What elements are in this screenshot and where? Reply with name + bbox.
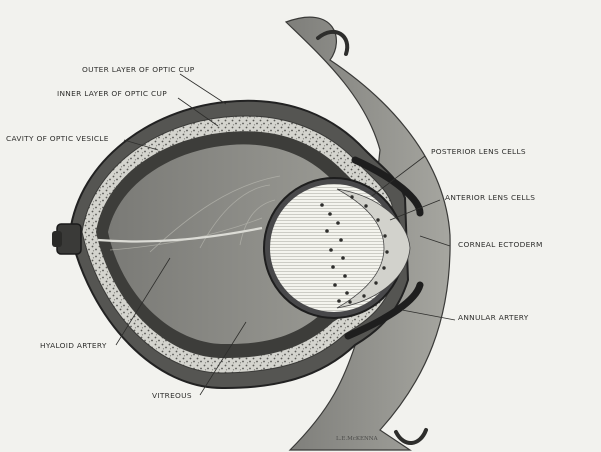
label-outer-layer: OUTER LAYER OF OPTIC CUP bbox=[82, 65, 195, 74]
label-annular-artery: ANNULAR ARTERY bbox=[458, 313, 529, 322]
optic-stalk-tip bbox=[52, 231, 62, 247]
label-posterior-lens: POSTERIOR LENS CELLS bbox=[431, 147, 526, 156]
label-anterior-lens: ANTERIOR LENS CELLS bbox=[445, 193, 535, 202]
label-vitreous: VITREOUS bbox=[152, 391, 192, 400]
label-cavity: CAVITY OF OPTIC VESICLE bbox=[6, 134, 109, 143]
label-hyaloid-artery: HYALOID ARTERY bbox=[40, 341, 107, 350]
artist-signature: L.E.McKENNA bbox=[336, 436, 379, 442]
label-inner-layer: INNER LAYER OF OPTIC CUP bbox=[57, 89, 167, 98]
label-corneal-ectoderm: CORNEAL ECTODERM bbox=[458, 240, 543, 249]
